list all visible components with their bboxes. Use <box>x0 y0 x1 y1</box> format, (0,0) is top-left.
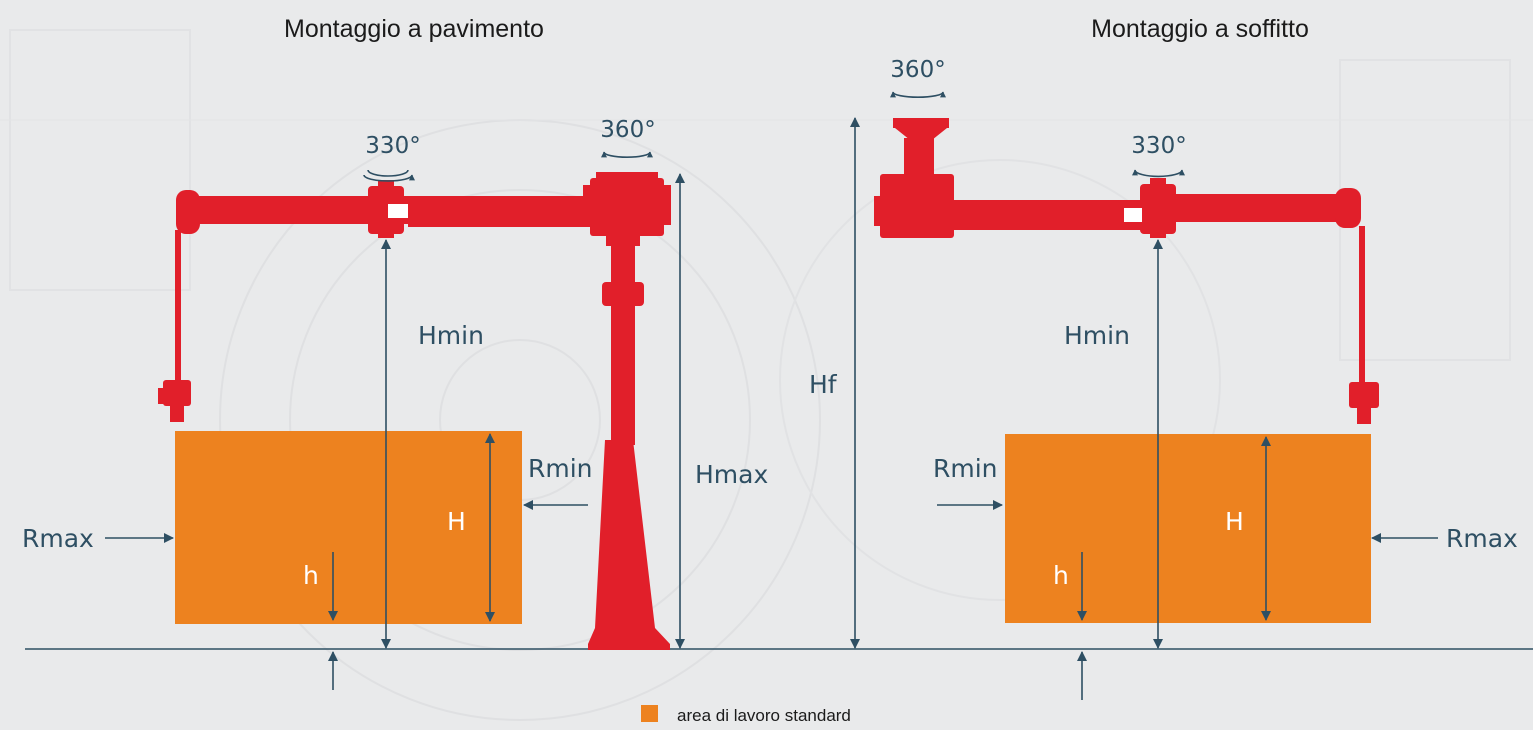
left-rmax-label: Rmax <box>22 524 94 553</box>
right-h-lower-label: h <box>1053 561 1069 590</box>
ceiling-manipulator-silhouette <box>874 118 1379 424</box>
right-h-upper-label: H <box>1225 507 1244 536</box>
left-rmin-label: Rmin <box>528 454 593 483</box>
right-panel-title: Montaggio a soffitto <box>1091 15 1309 43</box>
left-h-lower-label: h <box>303 561 319 590</box>
left-rotation-arm-icon <box>363 170 412 182</box>
right-rotation-mount-icon <box>890 91 946 98</box>
elbow-highlight <box>388 204 408 218</box>
legend-swatch <box>641 705 658 722</box>
left-h-upper-label: H <box>447 507 466 536</box>
floor-manipulator-silhouette <box>158 172 671 650</box>
right-work-area <box>1005 434 1371 623</box>
right-rmin-label: Rmin <box>933 454 998 483</box>
left-hmin-label: Hmin <box>418 321 484 350</box>
right-rotation-arm-icon <box>1132 169 1185 178</box>
legend-label: area di lavoro standard <box>677 706 851 725</box>
right-hmin-label: Hmin <box>1064 321 1130 350</box>
left-rotation-column-icon <box>601 151 653 159</box>
left-rotation-arm-label: 330° <box>365 133 420 159</box>
right-elbow-highlight <box>1124 208 1142 222</box>
right-rotation-mount-label: 360° <box>890 57 945 83</box>
right-rmax-label: Rmax <box>1446 524 1518 553</box>
left-panel-title: Montaggio a pavimento <box>284 15 544 43</box>
left-hmax-label: Hmax <box>695 460 768 489</box>
right-rotation-arm-label: 330° <box>1131 133 1186 159</box>
left-work-area <box>175 431 522 624</box>
hf-label: Hf <box>809 370 838 399</box>
left-rotation-column-label: 360° <box>600 117 655 143</box>
